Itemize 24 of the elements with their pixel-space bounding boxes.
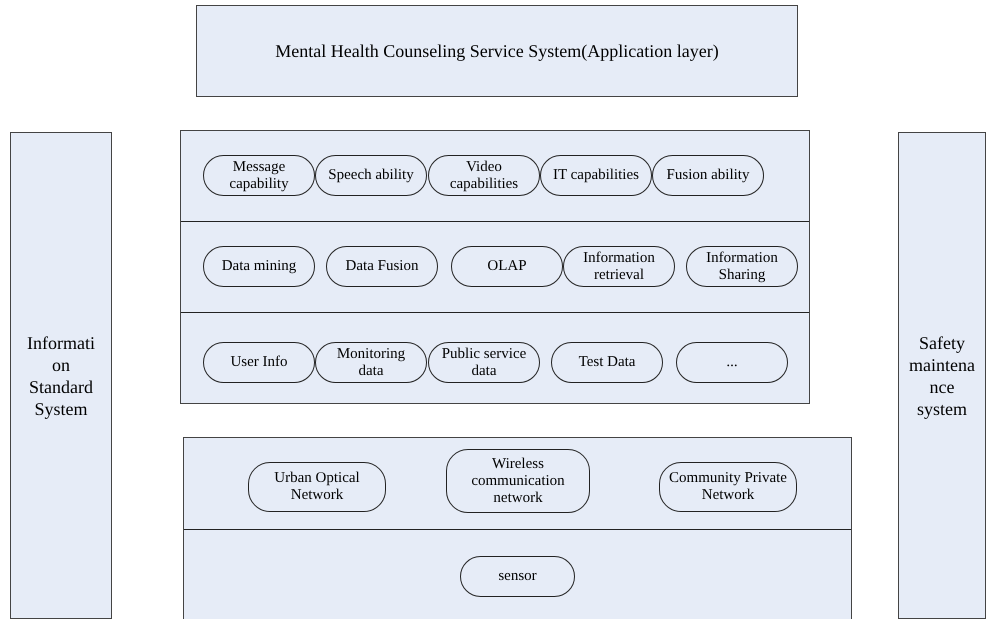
capability-pill: Speech ability (315, 155, 427, 196)
data-pill: Monitoring data (315, 342, 427, 383)
capability-pill: Message capability (203, 155, 315, 196)
data-pill: ... (676, 342, 788, 383)
network-pill: Wireless communication network (446, 449, 590, 513)
layer-box (183, 437, 852, 619)
function-pill: Data mining (203, 246, 315, 287)
capability-pill: IT capabilities (540, 155, 652, 196)
data-pill: Public service data (428, 342, 540, 383)
function-pill: OLAP (451, 246, 563, 287)
side-panel: Informati on Standard System (10, 132, 112, 619)
layer-box: Mental Health Counseling Service System(Application layer) (196, 5, 798, 97)
side-panel: Safety maintena nce system (898, 132, 986, 619)
capability-pill: Fusion ability (652, 155, 764, 196)
layer-box (180, 130, 810, 404)
capability-pill: Video capabilities (428, 155, 540, 196)
sensor-pill: sensor (460, 556, 575, 597)
data-pill: Test Data (551, 342, 663, 383)
network-pill: Urban Optical Network (248, 462, 386, 512)
function-pill: Information Sharing (686, 246, 798, 287)
network-pill: Community Private Network (659, 462, 797, 512)
function-pill: Information retrieval (563, 246, 675, 287)
data-pill: User Info (203, 342, 315, 383)
function-pill: Data Fusion (326, 246, 438, 287)
